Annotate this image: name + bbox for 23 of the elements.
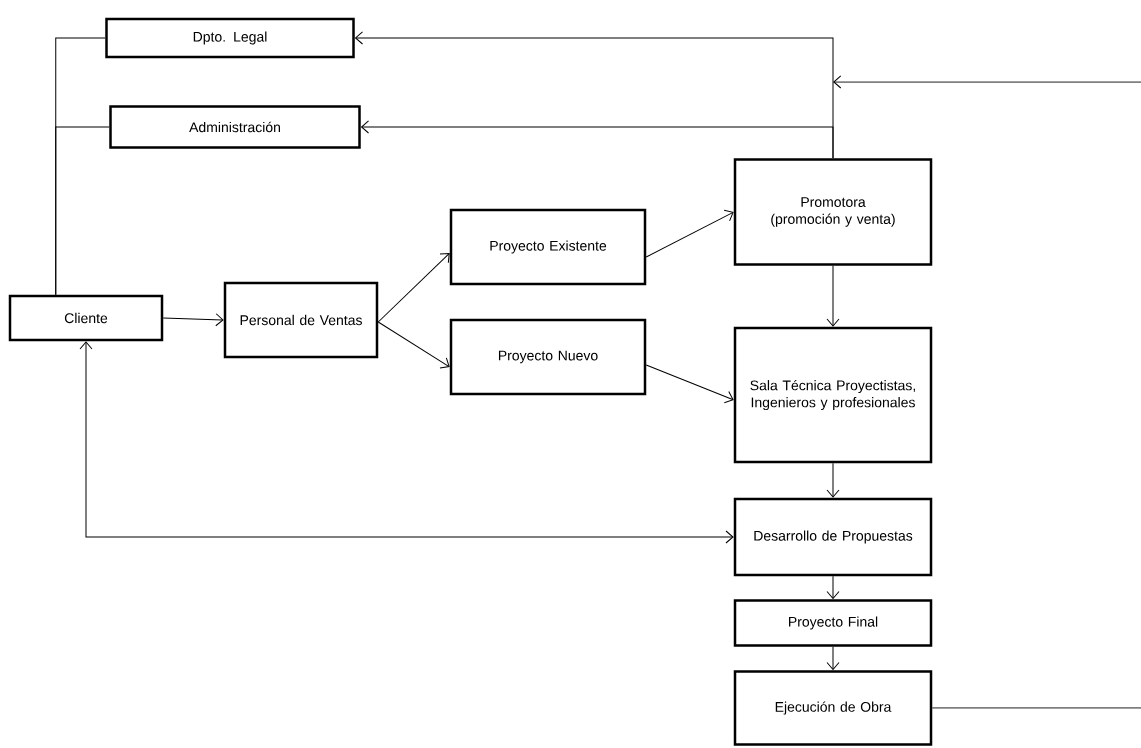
arrow [377, 321, 450, 369]
arrow [79, 341, 734, 544]
process-box: Sala Técnica Proyectistas, Ingenieros y profesionales [733, 326, 933, 464]
arrow [361, 120, 834, 159]
arrow [826, 646, 840, 670]
process-box: Proyecto Final [733, 599, 933, 647]
process-box: Proyecto Nuevo [449, 318, 647, 396]
process-box: Proyecto Existente [449, 208, 647, 286]
arrow [377, 253, 450, 323]
arrow [645, 209, 734, 258]
arrow [826, 575, 840, 599]
arrow [162, 313, 224, 327]
process-box: Dpto. Legal [105, 17, 355, 59]
arrow [645, 364, 734, 404]
process-box: Desarrollo de Propuestas [733, 497, 933, 577]
process-box: Ejecución de Obra [733, 670, 933, 746]
process-box: Administración [109, 105, 361, 149]
arrow [826, 265, 840, 327]
process-box: Cliente [8, 294, 164, 342]
arrow [833, 75, 1141, 89]
arrow [826, 462, 840, 498]
process-box: Personal de Ventas [223, 281, 379, 359]
process-box: Promotora (promoción y venta) [733, 158, 933, 266]
